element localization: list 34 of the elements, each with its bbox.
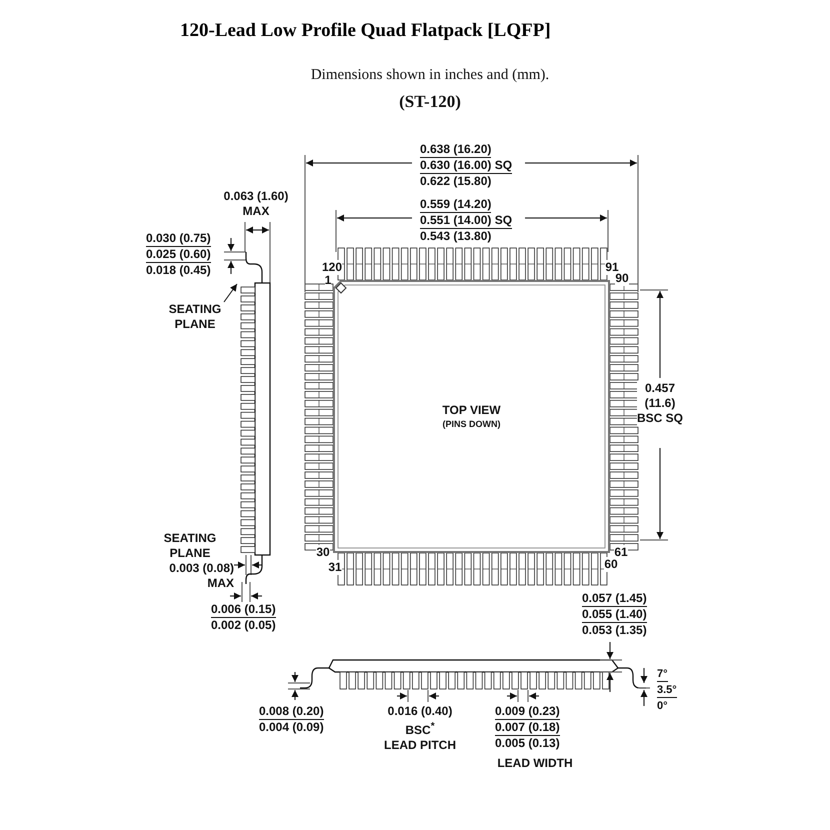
dimension-text: 0.006 (0.15) <box>211 602 276 618</box>
view-label: TOP VIEW <box>442 403 501 418</box>
dimension-text: 0.055 (1.40) <box>582 607 647 623</box>
pin-number: 90 <box>615 271 629 286</box>
title: 120-Lead Low Profile Quad Flatpack [LQFP] <box>180 20 551 42</box>
dimension-text: 0.457 (11.6) BSC SQ <box>637 381 683 426</box>
note: Dimensions shown in inches and (mm). <box>310 66 550 85</box>
dimension-text: 0.053 (1.35) <box>582 623 647 638</box>
dimension-text: 0.638 (16.20) <box>420 142 492 158</box>
dimension-text: 0.551 (14.00) SQ <box>420 213 512 229</box>
angle-text: 7° <box>657 668 668 682</box>
dimension-text: 0.008 (0.20) <box>259 704 324 720</box>
pin-number: 120 <box>322 260 342 275</box>
view-note: (PINS DOWN) <box>442 418 500 430</box>
dimension-text: 0.009 (0.23) <box>495 704 560 720</box>
pin-number: 91 <box>605 260 619 275</box>
dimension-text: 0.622 (15.80) <box>420 174 492 189</box>
pin-number: 60 <box>604 557 618 572</box>
dimension-text: 0.018 (0.45) <box>146 263 211 278</box>
angle-text: 3.5° <box>657 684 677 698</box>
dimension-text: 0.005 (0.13) <box>495 736 560 751</box>
dimension-text: 0.543 (13.80) <box>420 229 492 244</box>
dimension-text: 0.004 (0.09) <box>259 720 324 735</box>
dimension-text: 0.007 (0.18) <box>495 720 560 736</box>
callout-text: SEATING PLANE <box>168 302 222 332</box>
dimension-text: 0.025 (0.60) <box>146 247 211 263</box>
pin-number: 31 <box>328 560 342 575</box>
dimension-text: 0.016 (0.40) <box>388 704 452 719</box>
dimension-text: 0.559 (14.20) <box>420 197 492 213</box>
dimension-text: 0.630 (16.00) SQ <box>420 158 512 174</box>
dimension-text: 0.057 (1.45) <box>582 591 647 607</box>
dimension-text: 0.030 (0.75) <box>146 231 211 247</box>
leader-line <box>224 284 238 302</box>
dimension-text: 0.002 (0.05) <box>211 618 276 633</box>
